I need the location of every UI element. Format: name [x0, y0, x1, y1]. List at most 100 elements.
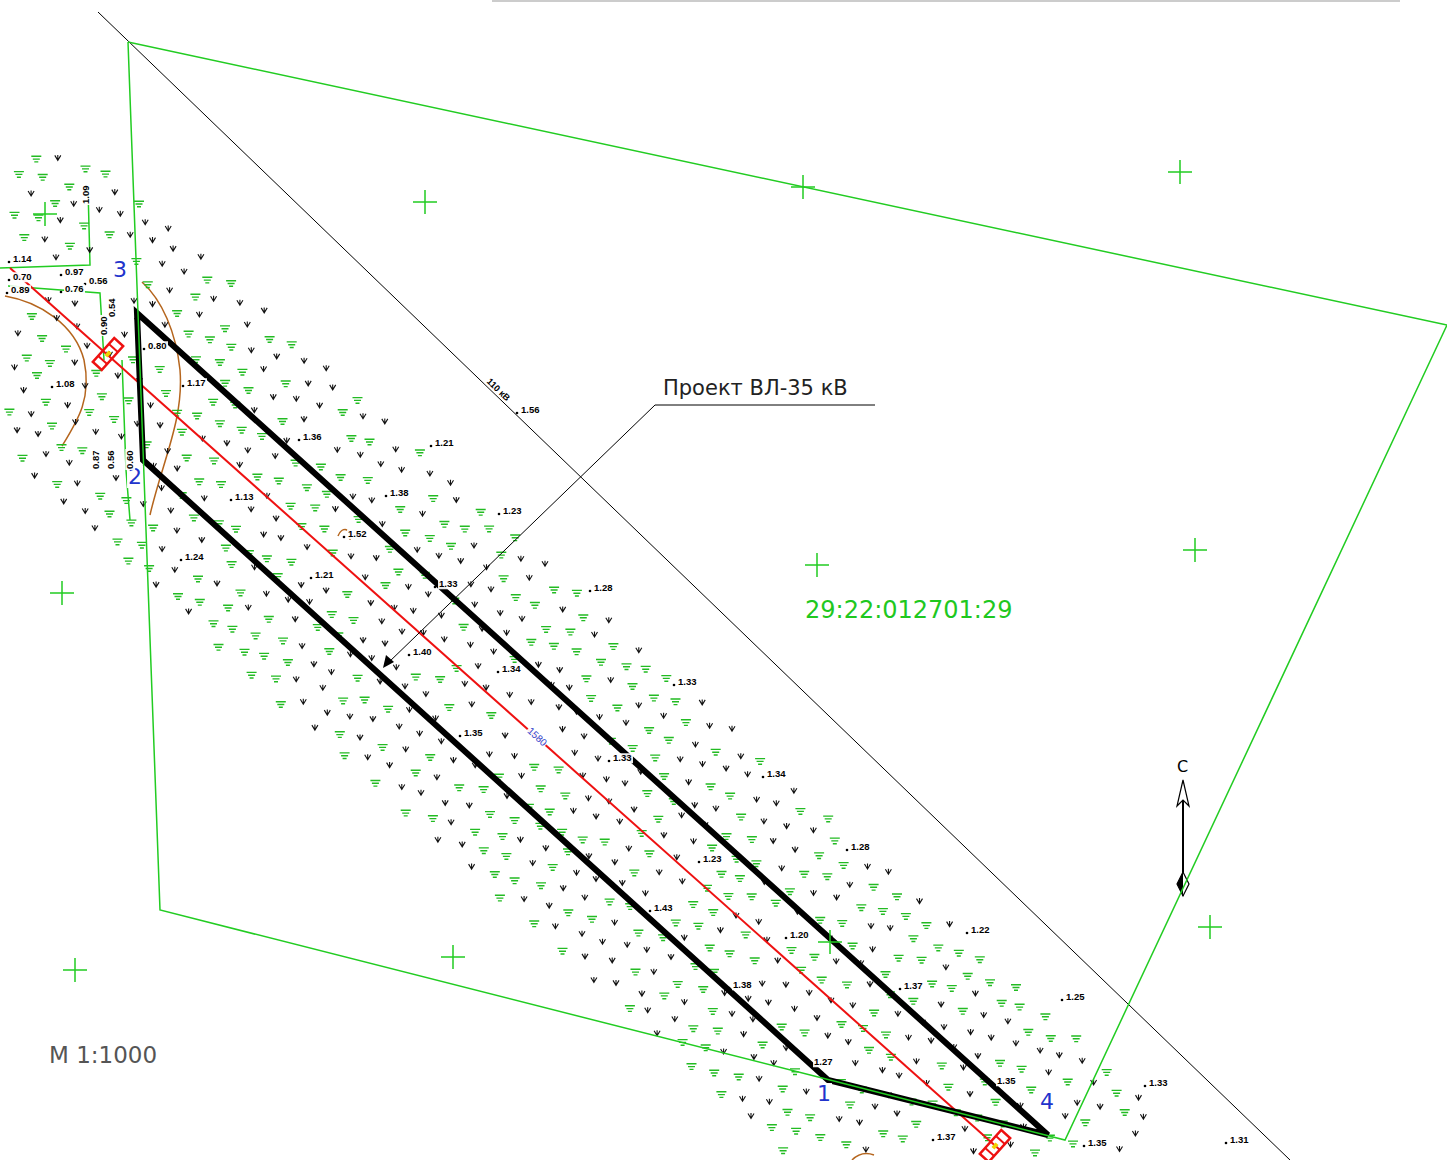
grass-symbol	[97, 394, 107, 400]
marsh-symbol	[668, 954, 674, 960]
spot-elevation: 0.60	[125, 450, 135, 471]
marsh-symbol	[896, 1073, 902, 1079]
grass-symbol	[554, 767, 564, 773]
marsh-symbol	[779, 865, 785, 871]
marsh-symbol	[745, 771, 751, 777]
marsh-symbol	[442, 800, 448, 806]
marsh-symbol	[462, 681, 468, 687]
spot-point	[182, 385, 185, 388]
marsh-symbol	[845, 1039, 851, 1045]
grass-symbol	[227, 626, 237, 632]
marsh-symbol	[792, 1006, 798, 1012]
grass-symbol	[194, 479, 204, 485]
marsh-symbol	[274, 353, 280, 359]
grass-symbol	[869, 885, 879, 891]
grass-symbol	[659, 774, 669, 780]
grass-symbol	[109, 417, 119, 423]
marsh-symbol	[403, 746, 409, 752]
grass-symbol	[161, 391, 171, 397]
marsh-symbol	[167, 287, 173, 293]
grass-symbol	[510, 878, 520, 884]
marsh-symbol	[560, 726, 566, 732]
marsh-symbol	[1097, 1104, 1103, 1110]
marsh-symbol	[748, 1113, 754, 1119]
vertex-number: 4	[1039, 1091, 1055, 1113]
grass-symbol	[378, 745, 388, 751]
grass-symbol	[137, 542, 147, 548]
marsh-symbol	[595, 756, 601, 762]
marsh-symbol	[170, 246, 176, 252]
marsh-symbol	[300, 699, 306, 705]
marsh-symbol	[334, 447, 340, 453]
marsh-symbol	[631, 806, 637, 812]
marsh-symbol	[261, 531, 267, 537]
grass-symbol	[281, 381, 291, 387]
grass-symbol	[596, 660, 606, 666]
marsh-symbol	[357, 452, 363, 458]
marsh-symbol	[270, 394, 276, 400]
marsh-symbol	[651, 969, 657, 975]
spot-elevation: 0.87	[91, 450, 101, 471]
marsh-symbol	[546, 903, 552, 909]
marsh-symbol	[378, 461, 384, 467]
grass-symbol	[411, 674, 421, 680]
grass-symbol	[995, 1061, 1005, 1067]
grass-symbol	[750, 958, 760, 964]
spot-point	[785, 937, 788, 940]
grass-symbol	[653, 816, 663, 822]
marsh-symbol	[293, 676, 299, 682]
spot-elevation: 1.28	[593, 583, 614, 593]
marsh-symbol	[741, 1031, 747, 1037]
marsh-symbol	[299, 643, 305, 649]
grass-symbol	[310, 505, 320, 511]
marsh-symbol	[362, 574, 368, 580]
spot-point	[809, 1064, 812, 1067]
marsh-symbol	[938, 1001, 944, 1007]
marsh-symbol	[245, 447, 251, 453]
frame-line	[492, 0, 1400, 2]
marsh-symbol	[1046, 1069, 1052, 1075]
marsh-symbol	[466, 802, 472, 808]
grass-symbol	[425, 755, 435, 761]
marsh-symbol	[773, 800, 779, 806]
grass-symbol	[631, 969, 641, 975]
grass-symbol	[642, 791, 652, 797]
marsh-symbol	[692, 802, 698, 808]
marsh-symbol	[491, 649, 497, 655]
marsh-symbol	[656, 869, 662, 875]
marsh-symbol	[870, 946, 876, 952]
grass-symbol	[841, 1142, 851, 1148]
grass-symbol	[741, 932, 751, 938]
grass-symbol	[286, 559, 296, 565]
grass-symbol	[428, 496, 438, 502]
marsh-symbol	[475, 663, 481, 669]
marsh-symbol	[324, 710, 330, 716]
marsh-symbol	[686, 779, 692, 785]
grass-symbol	[600, 839, 610, 845]
spot-elevation: 1.36	[302, 432, 323, 442]
marsh-symbol	[756, 1076, 762, 1082]
grass-symbol	[336, 475, 346, 481]
grass-symbol	[954, 950, 964, 956]
spot-point	[459, 735, 462, 738]
marsh-symbol	[661, 713, 667, 719]
marsh-symbol	[278, 535, 284, 541]
marsh-symbol	[53, 254, 59, 260]
tower-symbol	[93, 338, 123, 370]
grass-symbol	[644, 851, 654, 857]
spot-elevation: 1.22	[970, 925, 991, 935]
grass-symbol	[881, 1032, 891, 1038]
grass-symbol	[415, 450, 425, 456]
grass-symbol	[1080, 1120, 1090, 1126]
grass-symbol	[628, 684, 638, 690]
span-length: 1580	[525, 725, 550, 749]
grass-symbol	[495, 895, 505, 901]
grass-symbol	[510, 818, 520, 824]
grass-symbol	[220, 381, 230, 387]
marsh-symbol	[387, 762, 393, 768]
grass-symbol	[892, 894, 902, 900]
grass-symbol	[338, 410, 348, 416]
grass-symbol	[708, 910, 718, 916]
spot-elevation: 0.56	[106, 450, 116, 471]
marsh-symbol	[761, 818, 767, 824]
